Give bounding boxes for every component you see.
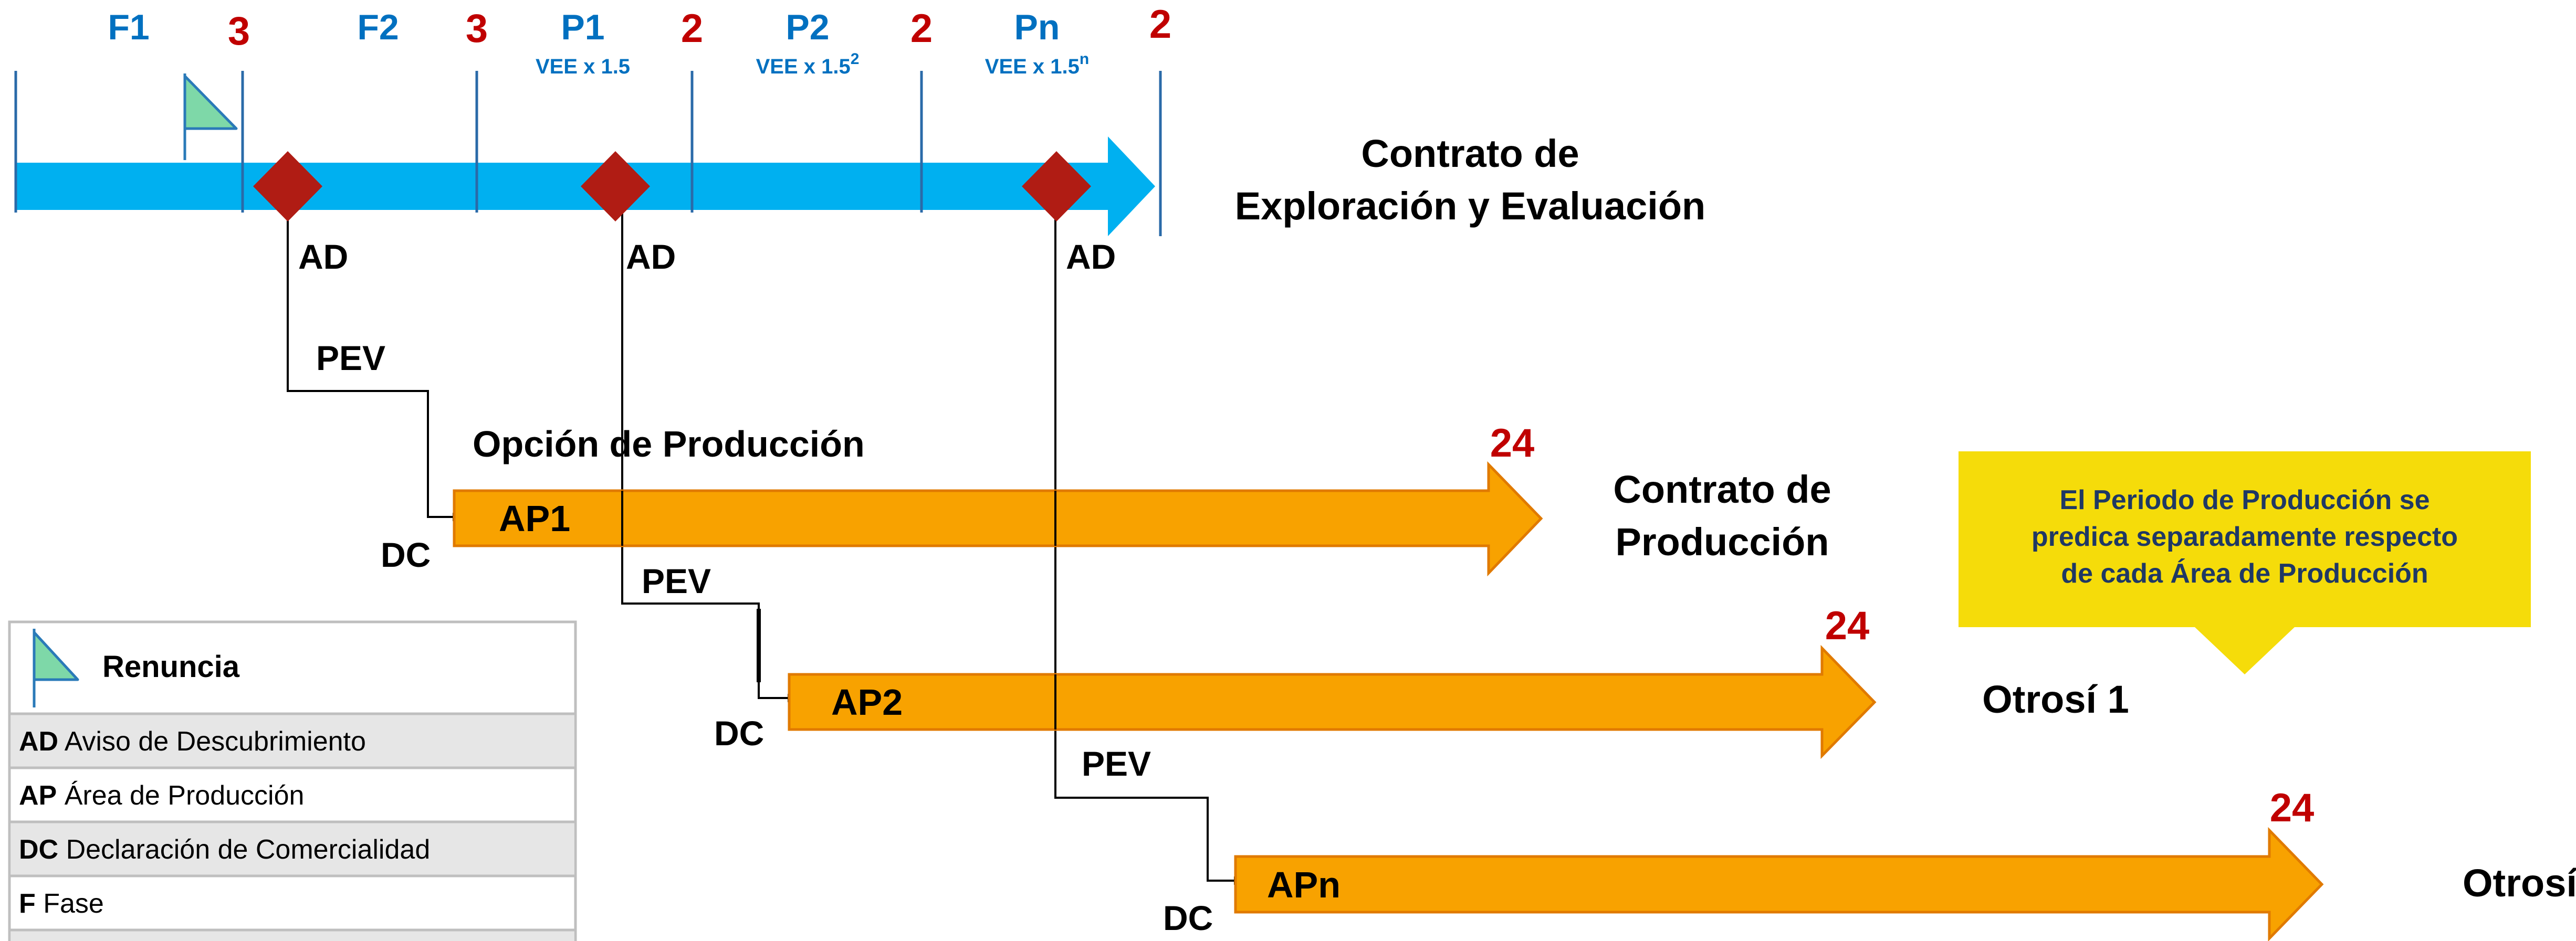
note-line3: de cada Área de Producción <box>2061 558 2428 589</box>
dc-label: DC <box>1163 898 1213 937</box>
pev-label: PEV <box>642 562 711 600</box>
phase-label-p2: P2 <box>786 7 829 47</box>
area-name-apn: APn <box>1267 864 1341 905</box>
production-option-label: Opción de Producción <box>473 424 865 464</box>
duration-p2: 2 <box>910 6 933 51</box>
milestones <box>253 151 1091 221</box>
legend-renuncia-label: Renuncia <box>102 650 240 684</box>
duration-p1: 2 <box>681 6 703 51</box>
contract-label-ap1-line2: Producción <box>1615 520 1829 564</box>
legend-item: F Fase <box>19 889 104 919</box>
legend-item: DC Declaración de Comercialidad <box>19 834 430 865</box>
phase-factor-p1: VEE x 1.5 <box>536 55 630 78</box>
legend-item: AP Área de Producción <box>19 780 304 811</box>
area-names: AP1 AP2 APn <box>499 498 1341 905</box>
milestone-diamond <box>253 151 322 221</box>
production-durations: 24 24 24 <box>1490 421 2315 830</box>
legend-row-bg <box>11 876 574 930</box>
milestone-diamond <box>1022 151 1091 221</box>
legend-row-bg <box>11 714 574 768</box>
contract-label-apn: Otrosí n <box>2463 861 2576 905</box>
note-line1: El Periodo de Producción se <box>2059 485 2430 515</box>
exploration-contract-title-line1: Contrato de <box>1361 132 1579 175</box>
milestone-diamond <box>581 151 650 221</box>
duration-ap1: 24 <box>1490 421 1535 466</box>
duration-f2: 3 <box>466 6 488 51</box>
pev-labels: PEV PEV PEV <box>316 339 1151 783</box>
phase-label-f2: F2 <box>357 7 399 47</box>
area-name-ap1: AP1 <box>499 498 570 539</box>
pev-label: PEV <box>316 339 385 377</box>
dc-label: DC <box>381 535 431 574</box>
production-contract-labels: Contrato de Producción Otrosí 1 Otrosí n <box>1613 468 2576 905</box>
legend-flag-icon <box>33 629 79 707</box>
connector-ap2 <box>621 186 788 699</box>
dc-labels: DC DC DC <box>381 535 1213 937</box>
milestone-labels: AD AD AD <box>298 237 1116 276</box>
dc-label: DC <box>714 714 764 753</box>
production-arrow-ap1 <box>453 461 1543 577</box>
overlay-lines <box>621 491 1056 729</box>
duration-apn: 24 <box>2270 786 2315 830</box>
legend-item: AD Aviso de Descubrimiento <box>19 726 366 757</box>
note-callout-shape <box>1959 451 2531 674</box>
duration-ap2: 24 <box>1825 604 1870 648</box>
phase-label-p1: P1 <box>561 7 604 47</box>
duration-pn: 2 <box>1149 2 1171 47</box>
flag-icon <box>183 73 238 160</box>
legend-row-bg <box>11 768 574 822</box>
phase-label-f1: F1 <box>108 7 149 47</box>
exploration-contract-title-line2: Exploración y Evaluación <box>1235 184 1706 228</box>
production-arrow-apn <box>1234 827 2324 941</box>
phase-label-pn: Pn <box>1014 7 1060 47</box>
connector-apn <box>1054 186 1234 882</box>
contract-label-ap2: Otrosí 1 <box>1982 678 2129 721</box>
legend-row-bg <box>11 930 574 941</box>
milestone-label-ad: AD <box>626 237 676 276</box>
production-arrows <box>453 461 2324 941</box>
legend-row-dividers <box>9 712 575 932</box>
exploration-contract-title: Contrato de Exploración y Evaluación <box>1235 132 1706 228</box>
phase-durations: 3 3 2 2 2 <box>228 2 1171 54</box>
production-note-callout: El Periodo de Producción se predica sepa… <box>1959 451 2531 674</box>
connector-lines <box>287 186 1234 882</box>
phase-labels: F1 F2 P1 P2 Pn VEE x 1.5 VEE x 1.52 VEE … <box>108 7 1089 78</box>
phase-factor-p2: VEE x 1.52 <box>756 50 860 78</box>
milestone-label-ad: AD <box>1066 237 1116 276</box>
phase-factor-pn: VEE x 1.5n <box>985 50 1089 78</box>
contract-label-ap1-line1: Contrato de <box>1613 468 1831 511</box>
legend-row-bg <box>11 822 574 876</box>
area-name-ap2: AP2 <box>831 682 903 723</box>
duration-f1: 3 <box>228 9 250 54</box>
note-line2: predica separadamente respecto <box>2032 522 2458 552</box>
legend: Renuncia AD Aviso de Descubrimiento AP Á… <box>8 620 577 941</box>
production-arrow-ap2 <box>788 644 1877 759</box>
connector-ap1 <box>287 186 453 518</box>
phase-boundaries <box>14 71 1162 236</box>
pev-label: PEV <box>1082 744 1151 783</box>
milestone-label-ad: AD <box>298 237 348 276</box>
